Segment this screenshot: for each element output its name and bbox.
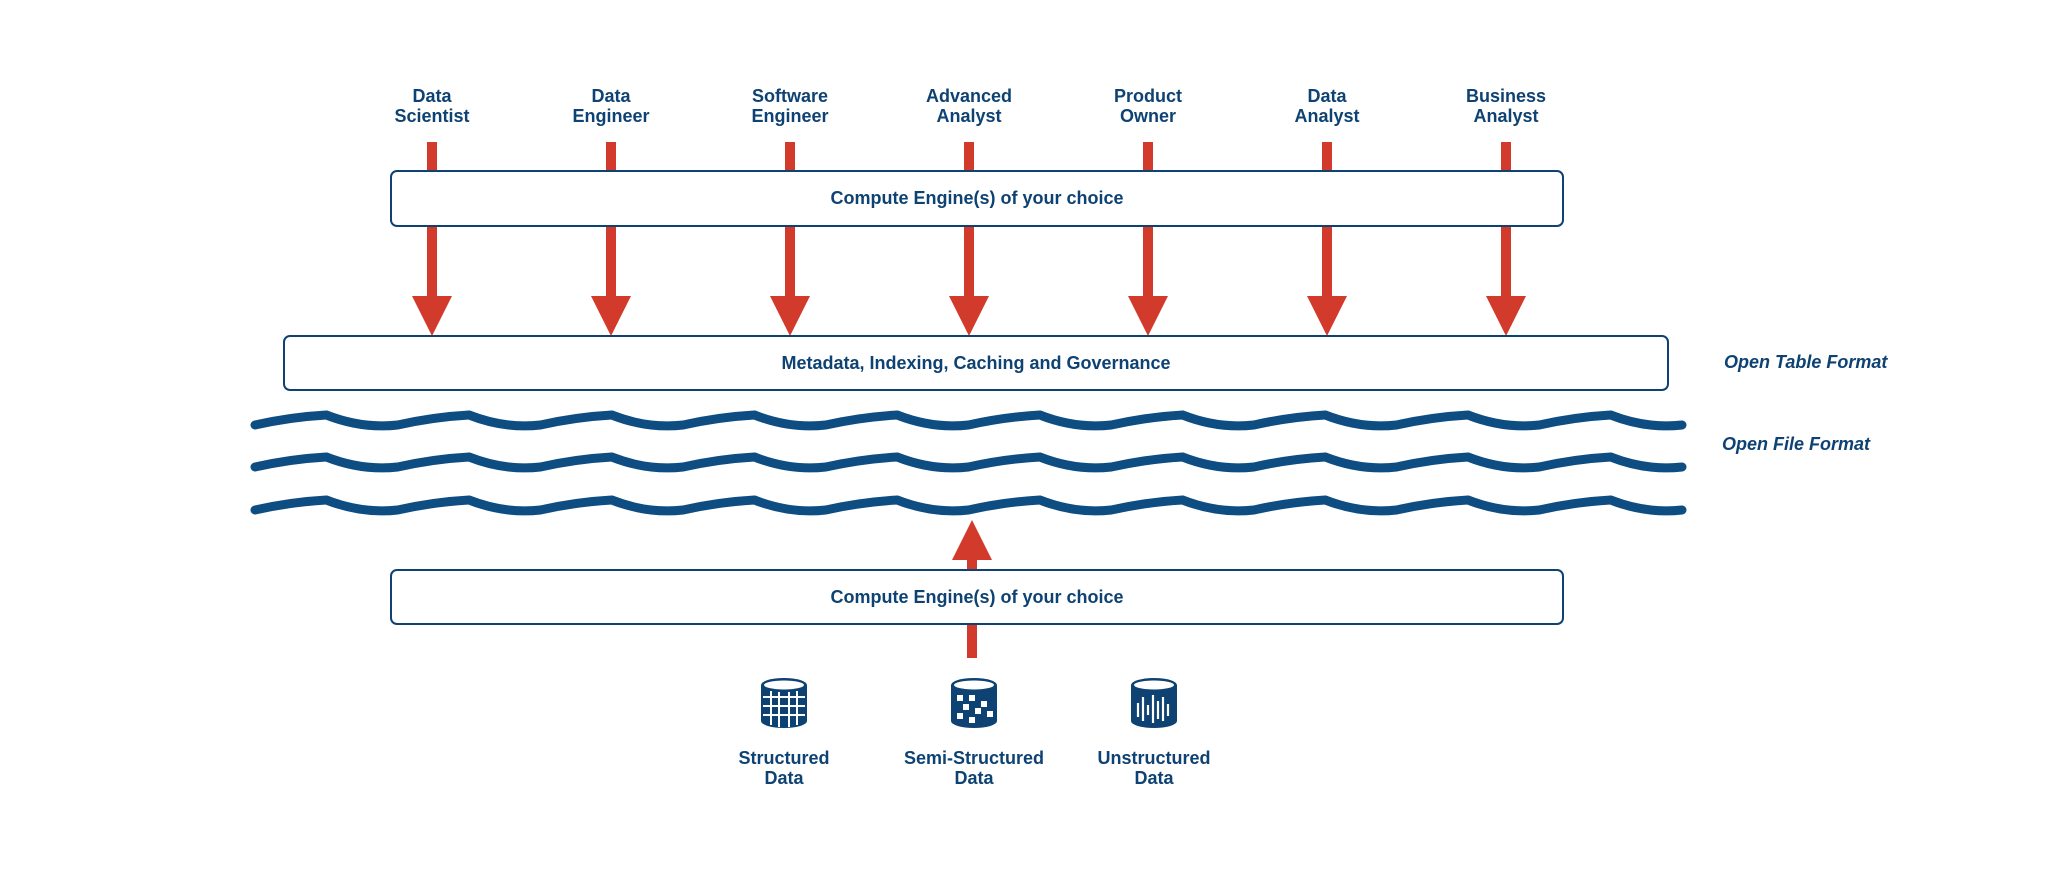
- data-lake-waves: [250, 410, 1687, 516]
- compute-engine-bottom-box: Compute Engine(s) of your choice: [390, 569, 1564, 625]
- source-structured: Structured Data: [738, 748, 830, 788]
- metadata-governance-box: Metadata, Indexing, Caching and Governan…: [283, 335, 1669, 391]
- wave-line-0: [250, 410, 1687, 431]
- wave-line-2: [250, 495, 1687, 516]
- compute-engine-top-box: Compute Engine(s) of your choice: [390, 170, 1564, 227]
- source-unstructured: Unstructured Data: [1097, 748, 1211, 788]
- source-semi-structured: Semi-Structured Data: [903, 748, 1045, 788]
- compute-engine-bottom-label: Compute Engine(s) of your choice: [830, 586, 1124, 607]
- semi-structured-database-icon: [951, 678, 997, 728]
- metadata-governance-label: Metadata, Indexing, Caching and Governan…: [781, 352, 1171, 373]
- structured-database-icon: [761, 678, 807, 728]
- wave-line-1: [250, 452, 1687, 473]
- unstructured-database-icon: [1131, 678, 1177, 728]
- open-table-format-label: Open Table Format: [1724, 352, 1888, 372]
- compute-engine-top-label: Compute Engine(s) of your choice: [830, 188, 1124, 208]
- open-file-format-label: Open File Format: [1722, 434, 1871, 454]
